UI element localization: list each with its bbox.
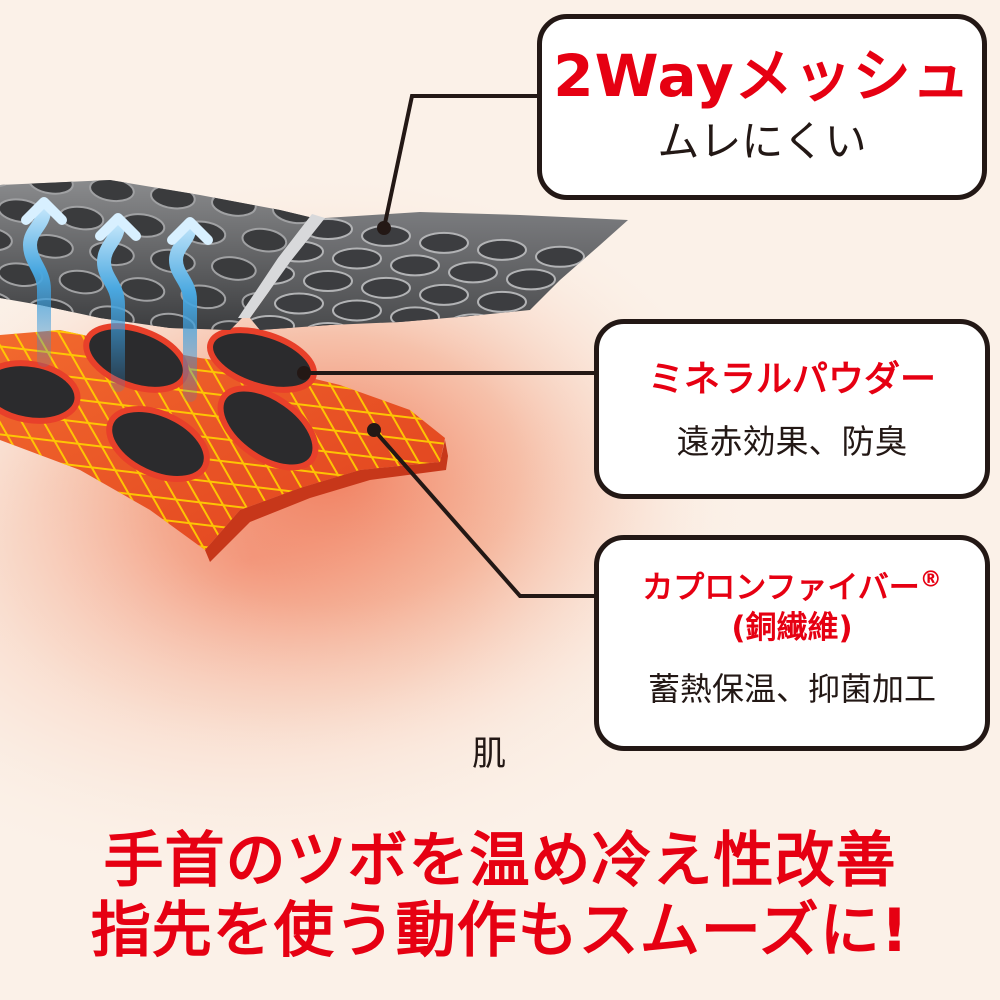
mesh-hole	[390, 254, 440, 277]
mesh-hole	[89, 180, 135, 203]
capron-title-line: カプロンファイバー®	[599, 568, 985, 608]
vapor-arrows	[21, 197, 213, 402]
mesh-hole	[241, 227, 288, 253]
headline-line1: 手首のツボを温め冷え性改善	[103, 826, 897, 896]
mesh-hole	[332, 247, 382, 270]
headline-line2: 指先を使う動作もスムーズに!	[90, 896, 910, 966]
mesh-hole	[506, 268, 556, 291]
mesh-hole	[448, 261, 498, 284]
mesh-title: 2Wayメッシュ	[553, 42, 971, 110]
mesh-hole	[303, 269, 353, 292]
mineral-title: ミネラルパウダー	[647, 359, 936, 400]
registered-mark: ®	[919, 567, 942, 593]
mesh-hole	[535, 245, 585, 268]
capron-title: カプロンファイバー	[642, 570, 920, 606]
leader-dots	[297, 221, 391, 437]
headline: 手首のツボを温め冷え性改善 指先を使う動作もスムーズに!	[0, 826, 1000, 966]
mesh-subtitle: ムレにくい	[657, 117, 867, 166]
mesh-layer-upper	[238, 212, 628, 330]
fiber-grid-line	[0, 409, 445, 471]
mesh-hole	[361, 276, 411, 299]
capron-subtitle: 蓄熱保温、抑菌加工	[647, 670, 936, 708]
mesh-hole	[419, 231, 469, 254]
mesh-hole	[477, 238, 527, 261]
mesh-hole	[274, 292, 324, 315]
mineral-subtitle: 遠赤効果、防臭	[676, 422, 908, 461]
mesh-hole	[211, 256, 257, 281]
mesh-hole	[250, 315, 295, 330]
mesh-hole	[332, 299, 382, 322]
mesh-hole	[58, 269, 105, 295]
mesh-hole	[419, 283, 469, 306]
callout-capron: カプロンファイバー® (銅繊維) 蓄熱保温、抑菌加工	[594, 535, 990, 751]
mesh-hole	[477, 290, 527, 313]
capron-title-line2: (銅繊維)	[731, 610, 853, 646]
callout-mesh: 2Wayメッシュ ムレにくい	[537, 14, 987, 200]
mesh-hole	[0, 226, 13, 252]
skin-label: 肌	[472, 734, 506, 774]
callout-mineral: ミネラルパウダー 遠赤効果、防臭	[594, 319, 990, 499]
leader-lines	[304, 94, 594, 598]
